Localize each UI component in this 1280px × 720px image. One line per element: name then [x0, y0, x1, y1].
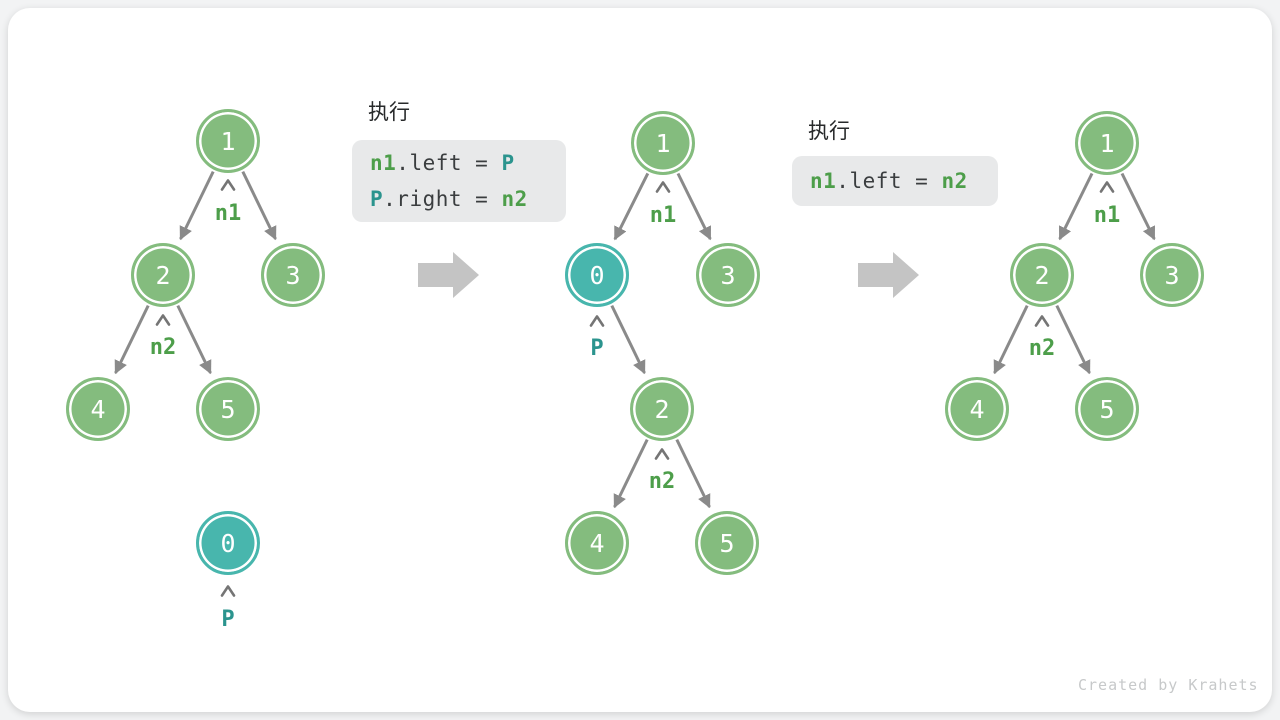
code-block: n1.left = n2 — [792, 156, 998, 206]
node-value: 1 — [1099, 128, 1115, 158]
code-token: n1 — [370, 151, 397, 175]
node-value: 3 — [720, 260, 736, 290]
tree-node: 2 — [131, 243, 195, 307]
tree-node: 5 — [1075, 377, 1139, 441]
tree-node: 4 — [945, 377, 1009, 441]
pointer-label-n1: n1 — [214, 201, 242, 226]
pointer-label-n2: n2 — [648, 469, 676, 494]
tree-node-p: 0 — [196, 511, 260, 575]
code-line: P.right = n2 — [370, 181, 566, 217]
tree-node: 1 — [196, 109, 260, 173]
node-value: 1 — [220, 126, 236, 156]
tree-node: 3 — [261, 243, 325, 307]
node-value: 4 — [589, 528, 605, 558]
node-value: 2 — [654, 394, 670, 424]
node-value: 1 — [655, 128, 671, 158]
tree-node: 2 — [630, 377, 694, 441]
code-token: P — [370, 187, 384, 211]
tree-node: 5 — [196, 377, 260, 441]
callout-title: 执行 — [368, 101, 410, 124]
pointer-label-n1: n1 — [1093, 203, 1121, 228]
code-token: n2 — [501, 187, 528, 211]
tree-node: 3 — [696, 243, 760, 307]
node-value: 3 — [1164, 260, 1180, 290]
node-value: 2 — [1034, 260, 1050, 290]
code-block: n1.left = P P.right = n2 — [352, 140, 566, 222]
node-value: 0 — [220, 528, 236, 558]
pointer-label-n1: n1 — [649, 203, 677, 228]
code-token: .right = — [383, 187, 502, 211]
tree-node: 1 — [631, 111, 695, 175]
credit-text: Created by Krahets — [1078, 676, 1259, 694]
pointer-label-p: P — [590, 336, 604, 361]
node-value: 5 — [220, 394, 236, 424]
node-value: 2 — [155, 260, 171, 290]
code-line: n1.left = P — [370, 145, 566, 181]
code-token: .left = — [836, 169, 942, 193]
code-token: n1 — [810, 169, 837, 193]
node-value: 0 — [589, 260, 605, 290]
tree-node-p: 0 — [565, 243, 629, 307]
code-line: n1.left = n2 — [810, 163, 998, 199]
code-token: .left = — [396, 151, 502, 175]
node-value: 3 — [285, 260, 301, 290]
callout-title: 执行 — [808, 120, 850, 143]
figure-panel — [8, 8, 1272, 712]
node-value: 5 — [1099, 394, 1115, 424]
tree-node: 1 — [1075, 111, 1139, 175]
tree-node: 3 — [1140, 243, 1204, 307]
tree-node: 4 — [565, 511, 629, 575]
pointer-label-n2: n2 — [1028, 336, 1056, 361]
code-token: n2 — [941, 169, 968, 193]
tree-node: 4 — [66, 377, 130, 441]
pointer-label-n2: n2 — [149, 335, 177, 360]
node-value: 5 — [719, 528, 735, 558]
node-value: 4 — [969, 394, 985, 424]
code-token: P — [501, 151, 515, 175]
pointer-label-p: P — [221, 607, 235, 632]
tree-node: 2 — [1010, 243, 1074, 307]
node-value: 4 — [90, 394, 106, 424]
tree-node: 5 — [695, 511, 759, 575]
